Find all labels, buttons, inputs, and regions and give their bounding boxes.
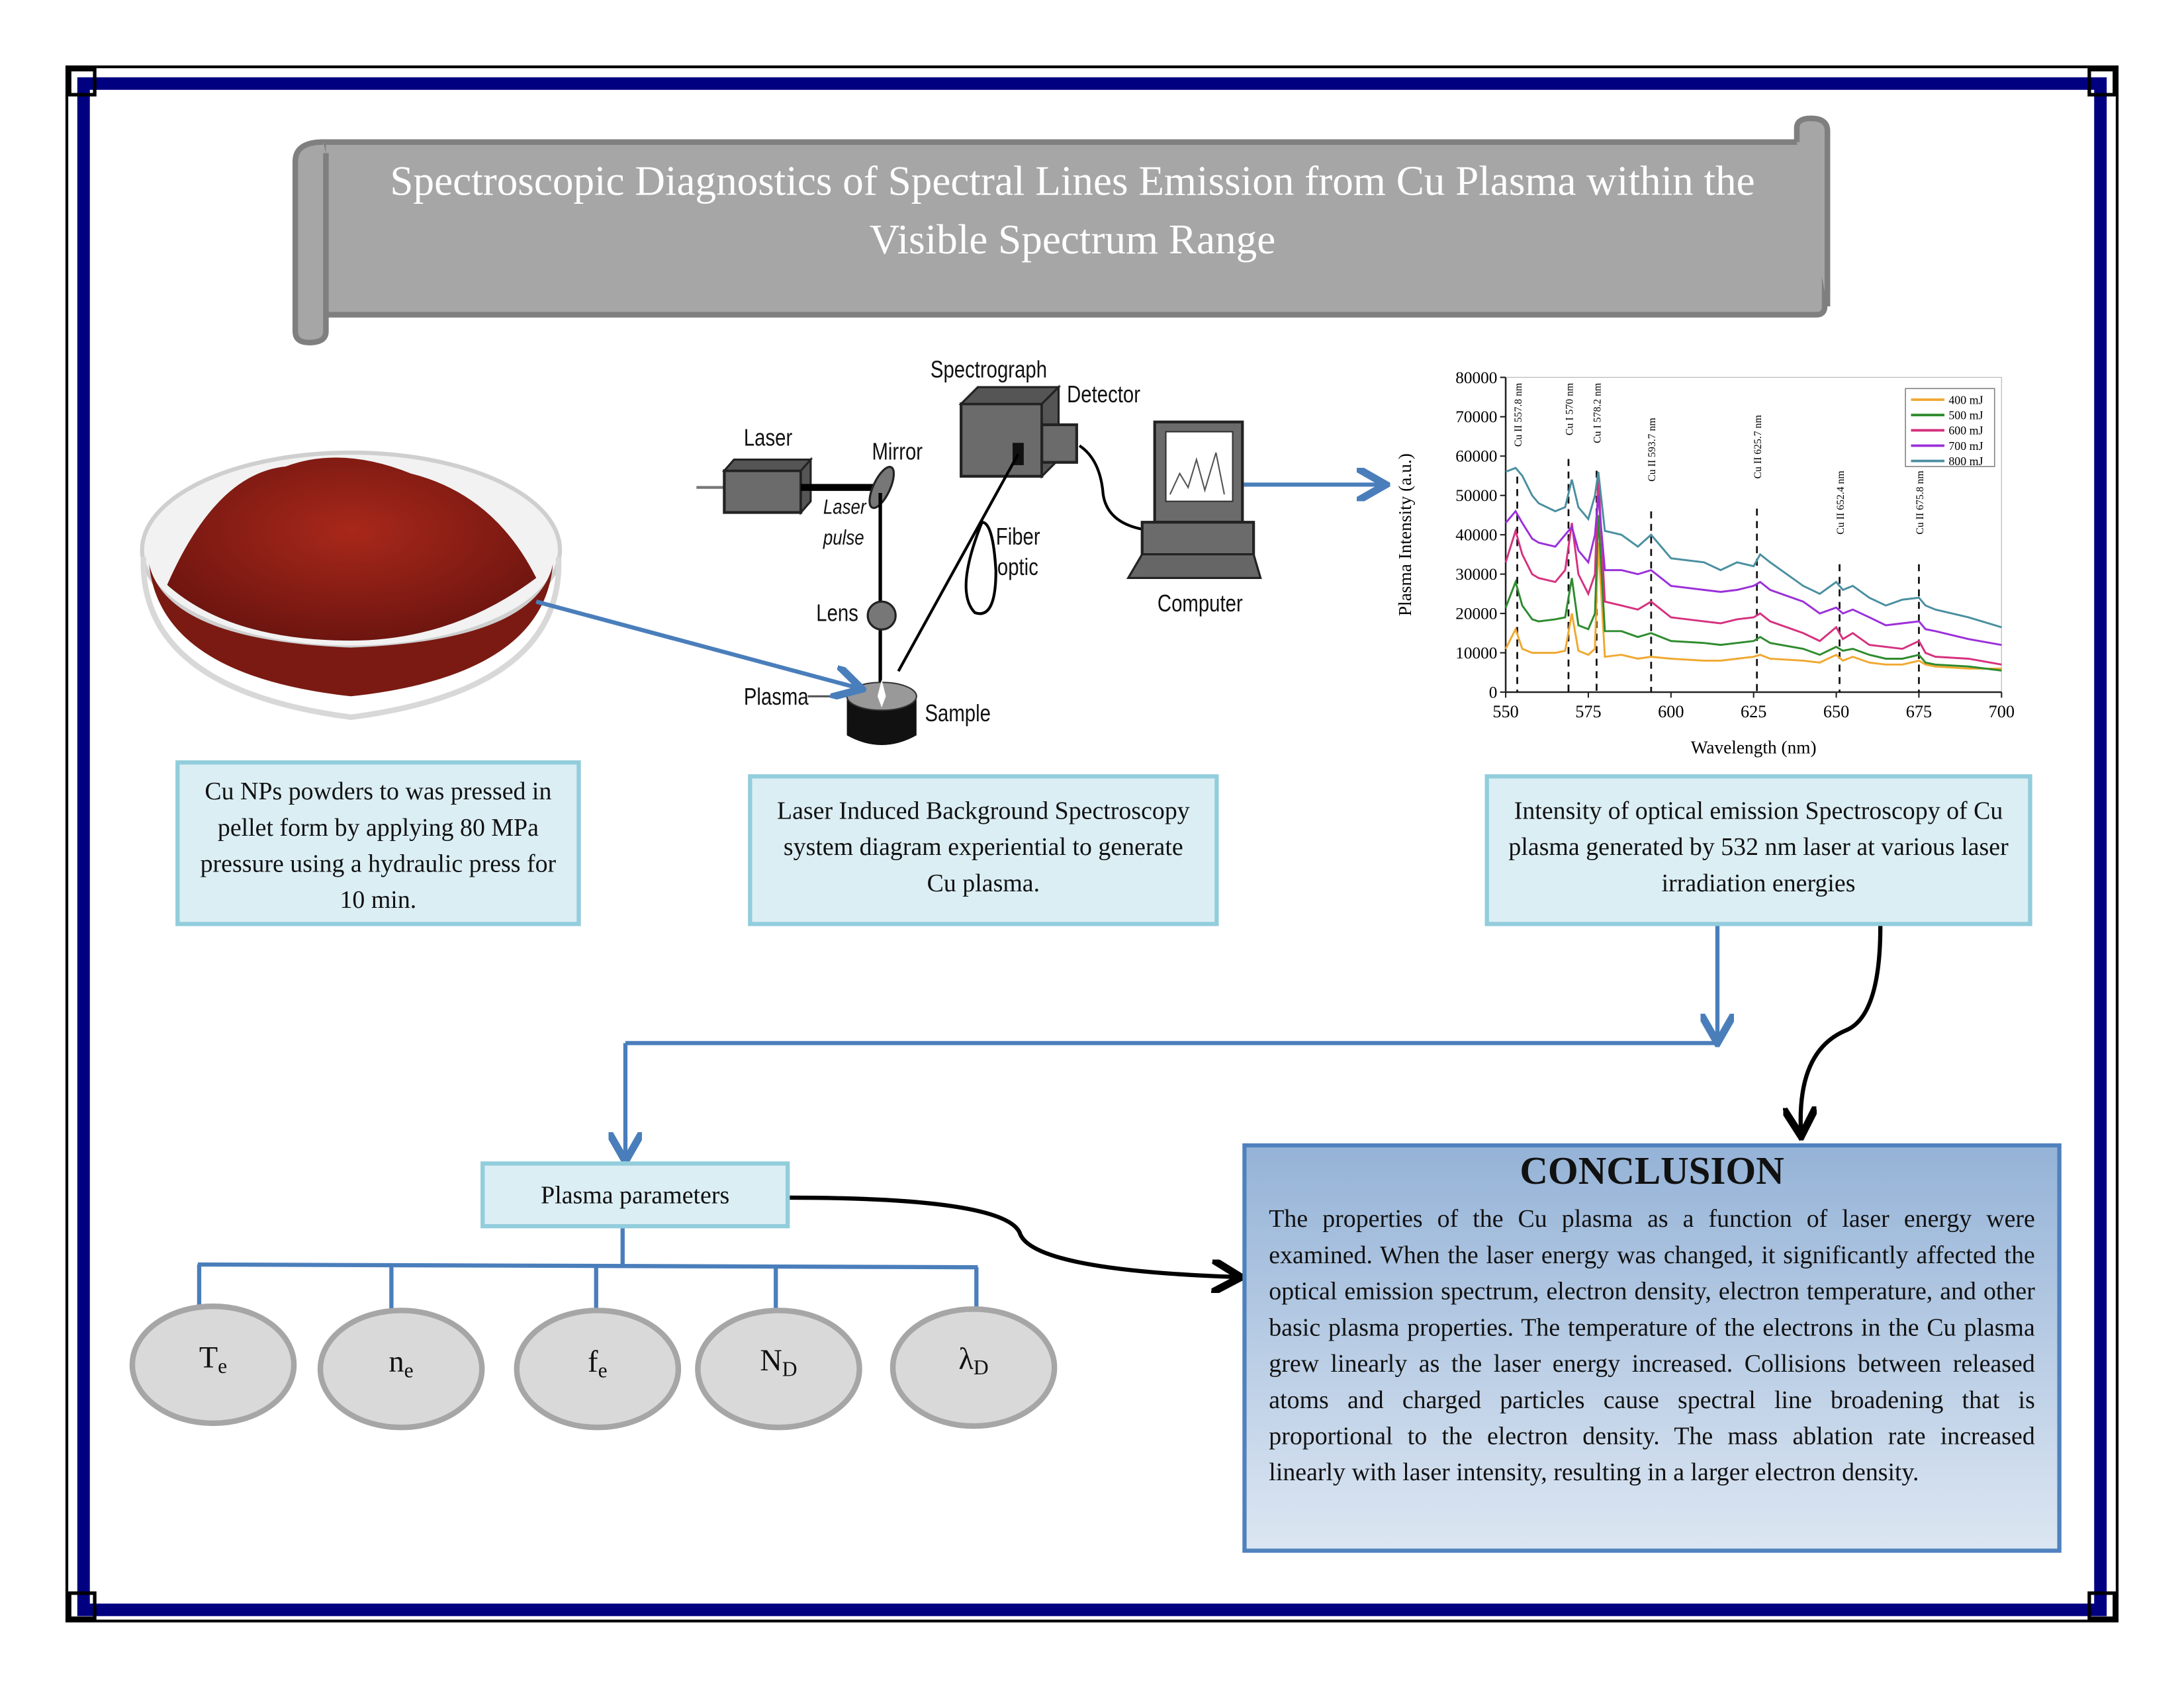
label-laser-pulse-1: Laser [823, 496, 866, 520]
parameter-symbol: λ [958, 1341, 974, 1376]
y-tick-label: 10000 [1455, 644, 1497, 662]
y-tick-label: 50000 [1455, 486, 1497, 505]
x-tick-label: 625 [1741, 702, 1766, 721]
x-tick-label: 575 [1575, 702, 1601, 721]
x-tick-label: 550 [1492, 702, 1518, 721]
x-tick-label: 600 [1658, 702, 1684, 721]
parameter-symbol: f [588, 1343, 598, 1379]
y-tick-label: 30000 [1455, 565, 1497, 584]
spectrum-caption: Intensity of optical emission Spectrosco… [1484, 774, 2032, 926]
parameter-nd: ND [695, 1343, 862, 1383]
x-tick-label: 650 [1823, 702, 1849, 721]
conclusion-title: CONCLUSION [1520, 1150, 1784, 1194]
series-line-700-mJ [1504, 495, 2002, 646]
label-sample: Sample [925, 700, 991, 727]
lens [866, 600, 897, 631]
peak-label: Cu II 593.7 nm [1647, 418, 1658, 482]
label-computer: Computer [1157, 590, 1243, 617]
detector [1040, 423, 1078, 464]
peak-label: Cu II 652.4 nm [1835, 470, 1846, 535]
peak-label: Cu II 675.8 nm [1915, 470, 1926, 535]
parameter-symbol: T [199, 1339, 218, 1375]
legend-label: 800 mJ [1948, 455, 1983, 468]
parameter-subscript: D [973, 1357, 989, 1380]
computer-icon [1126, 420, 1262, 579]
parameter-subscript: e [218, 1356, 228, 1379]
y-tick-label: 20000 [1455, 604, 1497, 623]
parameter-te: Te [130, 1340, 297, 1380]
label-laser-pulse-2: pulse [823, 526, 864, 551]
series-line-400-mJ [1504, 543, 2002, 670]
x-tick-label: 675 [1906, 702, 1932, 721]
series-line-500-mJ [1504, 515, 2002, 672]
libs-setup-diagram [696, 384, 1262, 745]
parameter-ne: ne [318, 1344, 485, 1384]
laser-device [721, 457, 813, 515]
peak-label: Cu II 625.7 nm [1752, 414, 1764, 478]
legend-label: 400 mJ [1948, 393, 1983, 406]
conclusion-box: CONCLUSION The properties of the Cu plas… [1242, 1143, 2062, 1553]
label-mirror: Mirror [872, 438, 923, 465]
legend-label: 700 mJ [1948, 439, 1983, 453]
y-axis-label: Plasma Intensity (a.u.) [1395, 453, 1415, 616]
peak-label: Cu I 570 nm [1564, 382, 1575, 435]
legend-label: 500 mJ [1948, 408, 1983, 422]
label-fiber: Fiber [995, 523, 1040, 551]
poster-title: Spectroscopic Diagnostics of Spectral Li… [390, 158, 1755, 263]
label-laser: Laser [743, 424, 793, 451]
y-tick-label: 70000 [1455, 408, 1497, 426]
setup-caption: Laser Induced Background Spectroscopy sy… [748, 774, 1219, 926]
y-tick-label: 60000 [1455, 447, 1497, 466]
parameter-subscript: e [404, 1360, 414, 1383]
x-tick-label: 700 [1989, 702, 2015, 721]
x-axis-label: Wavelength (nm) [1691, 738, 1817, 758]
label-lens: Lens [816, 600, 858, 627]
parameter-lambda-d: λD [890, 1341, 1058, 1382]
label-detector: Detector [1067, 381, 1141, 408]
label-optic: optic [997, 554, 1038, 581]
series-line-800-mJ [1505, 466, 2002, 629]
parameter-subscript: e [598, 1360, 608, 1383]
parameter-symbol: n [388, 1343, 404, 1379]
parameter-fe: fe [514, 1344, 682, 1384]
label-spectrograph: Spectrograph [930, 356, 1048, 383]
emission-spectrum-chart: 0 10000 20000 30000 40000 50000 60000 70000 8000… [1395, 369, 2015, 758]
plasma-parameters-box: Plasma parameters [480, 1161, 790, 1229]
mirror [868, 466, 895, 510]
sample [846, 680, 917, 745]
title-banner [292, 115, 1831, 345]
parameter-subscript: D [782, 1359, 797, 1382]
conclusion-text: The properties of the Cu plasma as a fun… [1269, 1204, 2035, 1486]
y-tick-label: 0 [1489, 683, 1498, 701]
y-tick-label: 80000 [1455, 369, 1497, 387]
parameter-symbol: N [760, 1342, 782, 1378]
powder-caption: Cu NPs powders to was pressed in pellet … [175, 760, 581, 926]
legend-label: 600 mJ [1948, 424, 1983, 437]
peak-label: Cu II 557.8 nm [1513, 382, 1524, 447]
label-plasma: Plasma [743, 684, 809, 711]
y-tick-label: 40000 [1455, 526, 1497, 545]
copper-powder-image [140, 450, 563, 721]
legend [1905, 388, 1995, 467]
series-line-600-mJ [1504, 475, 2002, 666]
peak-label: Cu I 578.2 nm [1592, 382, 1604, 443]
